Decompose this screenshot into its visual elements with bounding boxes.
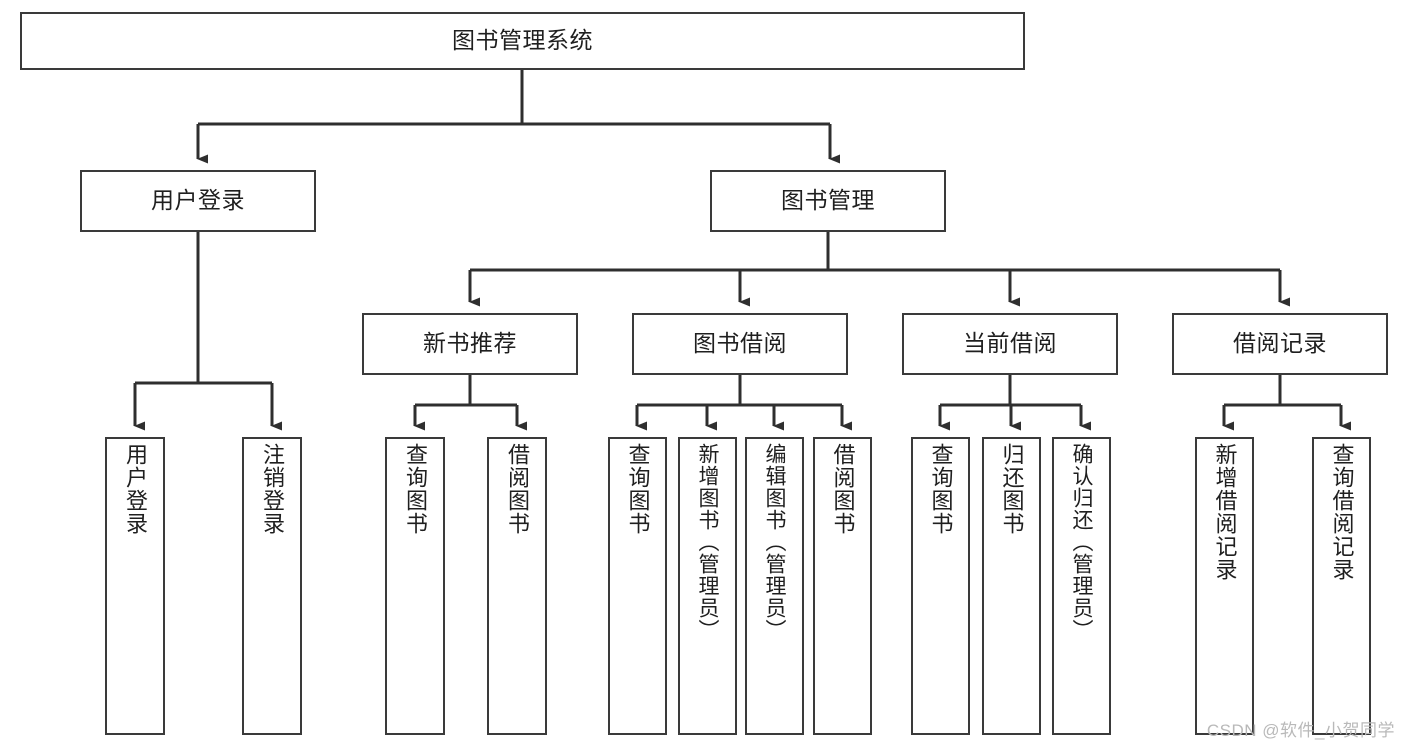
node-leaf-query-book-2[interactable]: 查询图书 bbox=[608, 437, 667, 735]
node-label: 查询借阅记录 bbox=[1329, 443, 1355, 581]
node-label: 确认归还（管理员） bbox=[1070, 443, 1093, 641]
node-label: 当前借阅 bbox=[963, 330, 1057, 357]
node-root[interactable]: 图书管理系统 bbox=[20, 12, 1025, 70]
node-label: 图书管理系统 bbox=[452, 27, 593, 54]
node-label: 编辑图书（管理员） bbox=[763, 443, 786, 641]
node-label: 新书推荐 bbox=[423, 330, 517, 357]
node-label: 查询图书 bbox=[403, 443, 428, 535]
node-current-borrow[interactable]: 当前借阅 bbox=[902, 313, 1118, 375]
node-leaf-add-book[interactable]: 新增图书（管理员） bbox=[678, 437, 737, 735]
node-borrow-record[interactable]: 借阅记录 bbox=[1172, 313, 1388, 375]
node-leaf-borrow-book-2[interactable]: 借阅图书 bbox=[813, 437, 872, 735]
node-user-login[interactable]: 用户登录 bbox=[80, 170, 316, 232]
node-leaf-edit-book[interactable]: 编辑图书（管理员） bbox=[745, 437, 804, 735]
node-label: 归还图书 bbox=[999, 443, 1025, 535]
node-leaf-return-book[interactable]: 归还图书 bbox=[982, 437, 1041, 735]
node-leaf-borrow-book-1[interactable]: 借阅图书 bbox=[487, 437, 547, 735]
node-label: 查询图书 bbox=[625, 443, 651, 535]
node-leaf-query-record[interactable]: 查询借阅记录 bbox=[1312, 437, 1371, 735]
node-book-manage[interactable]: 图书管理 bbox=[710, 170, 946, 232]
connector-lines bbox=[133, 70, 1351, 431]
node-label: 注销登录 bbox=[260, 443, 285, 535]
node-label: 图书借阅 bbox=[693, 330, 787, 357]
node-label: 图书管理 bbox=[781, 187, 875, 214]
node-label: 借阅图书 bbox=[505, 443, 530, 535]
node-label: 查询图书 bbox=[928, 443, 954, 535]
node-new-book-recommend[interactable]: 新书推荐 bbox=[362, 313, 578, 375]
node-leaf-query-book-1[interactable]: 查询图书 bbox=[385, 437, 445, 735]
node-leaf-user-login[interactable]: 用户登录 bbox=[105, 437, 165, 735]
node-leaf-logout[interactable]: 注销登录 bbox=[242, 437, 302, 735]
node-leaf-confirm-return[interactable]: 确认归还（管理员） bbox=[1052, 437, 1111, 735]
node-label: 新增借阅记录 bbox=[1212, 443, 1238, 581]
node-label: 用户登录 bbox=[123, 443, 148, 535]
node-book-borrow[interactable]: 图书借阅 bbox=[632, 313, 848, 375]
watermark-text: CSDN @软件_小贺同学 bbox=[1206, 721, 1395, 740]
node-label: 新增图书（管理员） bbox=[696, 443, 719, 641]
node-leaf-query-book-3[interactable]: 查询图书 bbox=[911, 437, 970, 735]
node-label: 用户登录 bbox=[151, 187, 245, 214]
node-label: 借阅图书 bbox=[830, 443, 856, 535]
node-label: 借阅记录 bbox=[1233, 330, 1327, 357]
node-leaf-add-record[interactable]: 新增借阅记录 bbox=[1195, 437, 1254, 735]
